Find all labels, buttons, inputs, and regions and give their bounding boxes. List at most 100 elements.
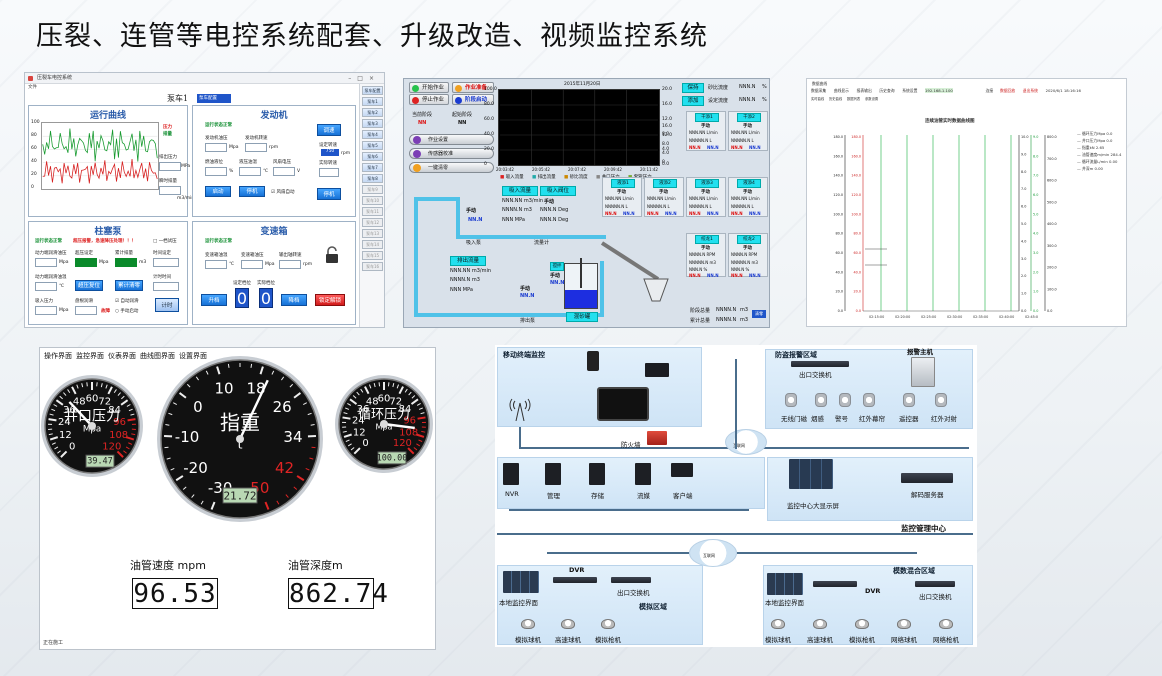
start-job-button[interactable]: 开始作业 bbox=[409, 82, 449, 93]
toolbar-item[interactable]: 报表输出 bbox=[856, 88, 872, 93]
gauge-tick-mark bbox=[420, 412, 425, 415]
side-nav-item[interactable]: 泵车4 bbox=[362, 130, 383, 139]
engine-start-button[interactable]: 启动 bbox=[205, 186, 231, 197]
side-nav-item[interactable]: 泵车2 bbox=[362, 108, 383, 117]
gauge-tick-label: -20 bbox=[183, 459, 208, 477]
first-gear-test-label: 一档试压 bbox=[158, 239, 177, 244]
padlock-icon[interactable] bbox=[325, 246, 339, 264]
curve-subtab[interactable]: 历史曲线 bbox=[829, 97, 843, 101]
toolbar-item[interactable]: 连接 bbox=[985, 88, 994, 93]
toolbar-item[interactable]: 2020/6/1 18:16:16 bbox=[1045, 88, 1081, 93]
side-nav-item[interactable]: 泵车7 bbox=[362, 163, 383, 172]
curve-y-tick: 20 bbox=[31, 172, 37, 177]
mix-pump-nn: NN.N bbox=[520, 293, 535, 299]
right-zone-label: 模数混合区域 bbox=[893, 567, 935, 575]
gauge-tab[interactable]: 曲线图界面 bbox=[140, 352, 175, 360]
toolbar-item[interactable]: 192.168.1.100 bbox=[925, 88, 953, 93]
side-nav-item[interactable]: 泵车16 bbox=[362, 262, 383, 271]
curve-subtab[interactable]: 数据列表 bbox=[847, 97, 861, 101]
lock-unlock-button[interactable]: 锁定解锁 bbox=[315, 294, 345, 306]
side-nav-item[interactable]: 泵车1 bbox=[362, 97, 383, 106]
fan-auto-checkbox[interactable]: ☑ 风扇自动 bbox=[271, 190, 295, 195]
stage-total-value: NNNN.N bbox=[716, 307, 737, 313]
toolbar-item[interactable]: 曲线显示 bbox=[833, 88, 849, 93]
gauge-tick-label: 72 bbox=[98, 397, 111, 408]
keep-button[interactable]: 保持 bbox=[682, 83, 704, 93]
gauge-tick-mark bbox=[59, 395, 63, 400]
add-button[interactable]: 添加 bbox=[682, 96, 704, 106]
side-nav-item[interactable]: 泵车9 bbox=[362, 185, 383, 194]
legend-label: 排出流量 bbox=[537, 175, 556, 180]
toolbar-item[interactable]: 历史查询 bbox=[879, 88, 895, 93]
time-set-value[interactable] bbox=[153, 258, 179, 267]
internet-top-label: 互联网 bbox=[733, 443, 745, 448]
manual-start-checkbox[interactable]: ○ 手动启动 bbox=[115, 309, 139, 314]
engine-side-stop-button[interactable]: 停机 bbox=[317, 188, 341, 200]
auto-lube-checkbox[interactable]: ☑ 自动润滑 bbox=[115, 299, 139, 304]
graph-y-right2-tick: 4.0 bbox=[662, 151, 670, 156]
gauge-tab[interactable]: 仪表界面 bbox=[108, 352, 136, 360]
curve-y-tick: 80 bbox=[31, 133, 37, 138]
engine-stop-button[interactable]: 停机 bbox=[239, 186, 265, 197]
curve-window-title: 数据曲线 bbox=[812, 81, 828, 86]
pump-select[interactable]: 泵车配置 bbox=[197, 94, 231, 103]
stage-start-button[interactable]: 阶段启动 bbox=[452, 94, 494, 105]
gauge-tick-label: 36 bbox=[357, 404, 370, 415]
flow-value bbox=[159, 186, 181, 195]
upshift-button[interactable]: 升档 bbox=[201, 294, 227, 306]
legend-label: 套管压力 bbox=[633, 175, 652, 180]
auto-lube-label: 自动润滑 bbox=[120, 299, 139, 304]
side-nav-item[interactable]: 泵车8 bbox=[362, 174, 383, 183]
first-gear-test-checkbox[interactable]: □ 一档试压 bbox=[153, 239, 177, 244]
toolbar-item[interactable]: 数据采集 bbox=[811, 88, 827, 93]
side-nav-item[interactable]: 泵车配置 bbox=[362, 86, 383, 95]
toolbar-item[interactable]: 数据回放 bbox=[1000, 88, 1016, 93]
speed-button[interactable]: 调速 bbox=[317, 124, 341, 136]
stop-job-button[interactable]: 停止作业 bbox=[409, 94, 449, 105]
side-nav-item[interactable]: 泵车3 bbox=[362, 119, 383, 128]
overpressure-value[interactable] bbox=[75, 258, 97, 267]
side-nav-item[interactable]: 泵车5 bbox=[362, 141, 383, 150]
side-nav-item[interactable]: 泵车10 bbox=[362, 196, 383, 205]
gauge-tick-mark bbox=[310, 424, 315, 426]
mix-tank bbox=[564, 258, 598, 309]
one-key-clear-button[interactable]: 一键清零 bbox=[409, 162, 494, 173]
additive-amount: NNNNN.N L bbox=[647, 204, 670, 209]
sensor-calibration-button[interactable]: 传感器校准 bbox=[409, 148, 494, 159]
legend-label: 砂比流度 bbox=[569, 175, 588, 180]
clear-totals-button[interactable]: 清零 bbox=[752, 310, 766, 318]
job-settings-button[interactable]: 作业设置 bbox=[409, 134, 494, 145]
side-nav-item[interactable]: 泵车12 bbox=[362, 218, 383, 227]
toolbar-item[interactable]: 系统设置 bbox=[902, 88, 918, 93]
prepare-icon bbox=[455, 85, 462, 92]
gauge-tick-mark bbox=[107, 386, 113, 395]
menu-file[interactable]: 文件 bbox=[28, 85, 37, 90]
curve-subtab[interactable]: 参数设置 bbox=[865, 97, 879, 101]
side-nav-item[interactable]: 泵车13 bbox=[362, 229, 383, 238]
toolbar-item[interactable]: 退出系统 bbox=[1022, 88, 1038, 93]
side-nav-item[interactable]: 泵车15 bbox=[362, 251, 383, 260]
gauge-tab[interactable]: 监控界面 bbox=[76, 352, 104, 360]
gauge-tab[interactable]: 操作界面 bbox=[44, 352, 72, 360]
timer-button[interactable]: 计时 bbox=[155, 298, 179, 312]
gauge-tab[interactable]: 设置界面 bbox=[179, 352, 207, 360]
window-titlebar: 压裂车电控系统 –□× bbox=[25, 73, 384, 84]
side-nav-item[interactable]: 泵车6 bbox=[362, 152, 383, 161]
downshift-button[interactable]: 降档 bbox=[281, 294, 307, 306]
start-stage-value: NN bbox=[458, 120, 467, 126]
curve-subtab[interactable]: 实时曲线 bbox=[811, 97, 825, 101]
graph-y-left-tick: 60.0 bbox=[484, 117, 495, 122]
gauge-tick-mark bbox=[48, 418, 57, 422]
window-controls[interactable]: –□× bbox=[348, 75, 380, 82]
set-speed-value[interactable]: 750 bbox=[321, 149, 339, 156]
additive-percent: NNN.N % bbox=[689, 267, 708, 272]
job-prepare-button[interactable]: 作业准备 bbox=[452, 82, 494, 93]
status-text: 正在施工 bbox=[43, 640, 64, 646]
side-nav-item[interactable]: 泵车11 bbox=[362, 207, 383, 216]
pressure-series bbox=[42, 158, 158, 184]
graph-y-right2-tick: 16.0 bbox=[662, 124, 673, 129]
side-nav-item[interactable]: 泵车14 bbox=[362, 240, 383, 249]
curve-axis-tick: 700.0 bbox=[1047, 157, 1057, 161]
cumulative-clear-button[interactable]: 累计清零 bbox=[115, 280, 143, 291]
overpressure-reset-button[interactable]: 超压复位 bbox=[75, 280, 103, 291]
